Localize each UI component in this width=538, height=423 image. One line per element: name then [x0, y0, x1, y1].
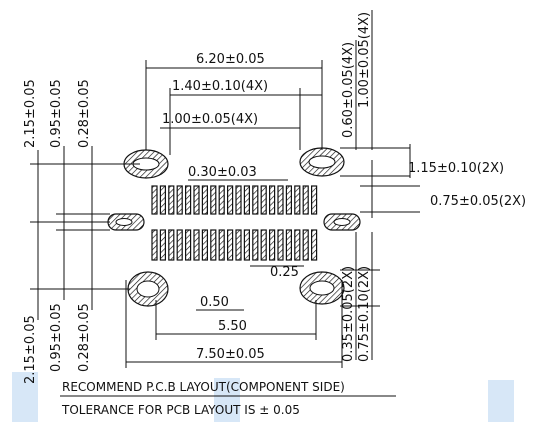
top-pin-2 — [159, 185, 166, 215]
dim-slot-height-large: 1.00±0.05(4X) — [357, 12, 372, 108]
bottom-pin-18 — [294, 229, 301, 261]
dim-left-top-mid: 0.95±0.05 — [49, 79, 64, 148]
top-pin-10 — [227, 185, 234, 215]
mounting-slot-top-right — [299, 147, 345, 177]
watermark-block-middle — [214, 378, 240, 422]
dim-pad-pitch: 0.50 — [200, 295, 229, 310]
dim-right-bottom-small: 0.35±0.05(2X) — [341, 266, 356, 362]
top-pin-4 — [176, 185, 183, 215]
dim-pin-pitch: 0.30±0.03 — [188, 165, 257, 180]
bottom-pin-19 — [302, 229, 309, 261]
top-pin-9 — [218, 185, 225, 215]
dim-inner-span: 5.50 — [218, 319, 247, 334]
dim-slot-outer-pitch: 1.40±0.10(4X) — [172, 79, 268, 94]
bottom-pin-17 — [285, 229, 292, 261]
bottom-pin-11 — [235, 229, 242, 261]
dim-right-lower: 0.75±0.05(2X) — [430, 194, 526, 209]
top-pin-5 — [185, 185, 192, 215]
top-pin-11 — [235, 185, 242, 215]
bottom-pin-2 — [159, 229, 166, 261]
top-pin-7 — [201, 185, 208, 215]
dim-left-bottom-mid: 0.95±0.05 — [49, 303, 64, 372]
pin-row-bottom — [151, 229, 318, 261]
bottom-pin-13 — [252, 229, 259, 261]
top-pin-13 — [252, 185, 259, 215]
top-pin-16 — [277, 185, 284, 215]
top-pin-17 — [285, 185, 292, 215]
watermark-block-left — [12, 372, 38, 422]
bottom-pin-1 — [151, 229, 158, 261]
dim-left-bottom-inner: 0.28±0.05 — [77, 303, 92, 372]
bottom-pin-5 — [185, 229, 192, 261]
bottom-pin-20 — [311, 229, 318, 261]
bottom-pin-4 — [176, 229, 183, 261]
dim-right-upper: 1.15±0.10(2X) — [408, 161, 504, 176]
bottom-pin-9 — [218, 229, 225, 261]
bottom-pin-15 — [269, 229, 276, 261]
top-pin-20 — [311, 185, 318, 215]
bottom-pin-12 — [243, 229, 250, 261]
dim-outer-span: 7.50±0.05 — [196, 347, 265, 362]
side-pad-left — [107, 213, 145, 231]
dimension-lines — [30, 10, 420, 397]
dim-left-top-inner: 0.28±0.05 — [77, 79, 92, 148]
pin-row-top — [151, 185, 318, 215]
top-pin-3 — [168, 185, 175, 215]
bottom-pin-8 — [210, 229, 217, 261]
watermark-block-right — [488, 380, 514, 422]
bottom-pin-7 — [201, 229, 208, 261]
top-pin-19 — [302, 185, 309, 215]
mounting-slot-bottom-left — [127, 271, 169, 307]
dim-top-width: 6.20±0.05 — [196, 52, 265, 67]
dim-slot-inner-width: 1.00±0.05(4X) — [162, 112, 258, 127]
top-pin-15 — [269, 185, 276, 215]
bottom-pin-10 — [227, 229, 234, 261]
top-pin-14 — [260, 185, 267, 215]
bottom-pin-6 — [193, 229, 200, 261]
bottom-pin-14 — [260, 229, 267, 261]
dim-left-top-outer: 2.15±0.05 — [23, 79, 38, 148]
layout-title-note: RECOMMEND P.C.B LAYOUT(COMPONENT SIDE) — [62, 380, 345, 394]
top-pin-6 — [193, 185, 200, 215]
top-pin-12 — [243, 185, 250, 215]
top-pin-18 — [294, 185, 301, 215]
top-pin-8 — [210, 185, 217, 215]
dim-right-bottom-large: 0.75±0.10(2X) — [357, 266, 372, 362]
top-pin-1 — [151, 185, 158, 215]
tolerance-note: TOLERANCE FOR PCB LAYOUT IS ± 0.05 — [61, 403, 300, 417]
bottom-pin-3 — [168, 229, 175, 261]
dim-slot-height-small: 0.60±0.05(4X) — [341, 42, 356, 138]
dim-pin-width: 0.25 — [270, 265, 299, 280]
dim-left-bottom-outer: 2.15±0.05 — [23, 315, 38, 384]
mounting-slot-bottom-right — [299, 271, 345, 305]
bottom-pin-16 — [277, 229, 284, 261]
side-pad-right — [323, 213, 361, 231]
